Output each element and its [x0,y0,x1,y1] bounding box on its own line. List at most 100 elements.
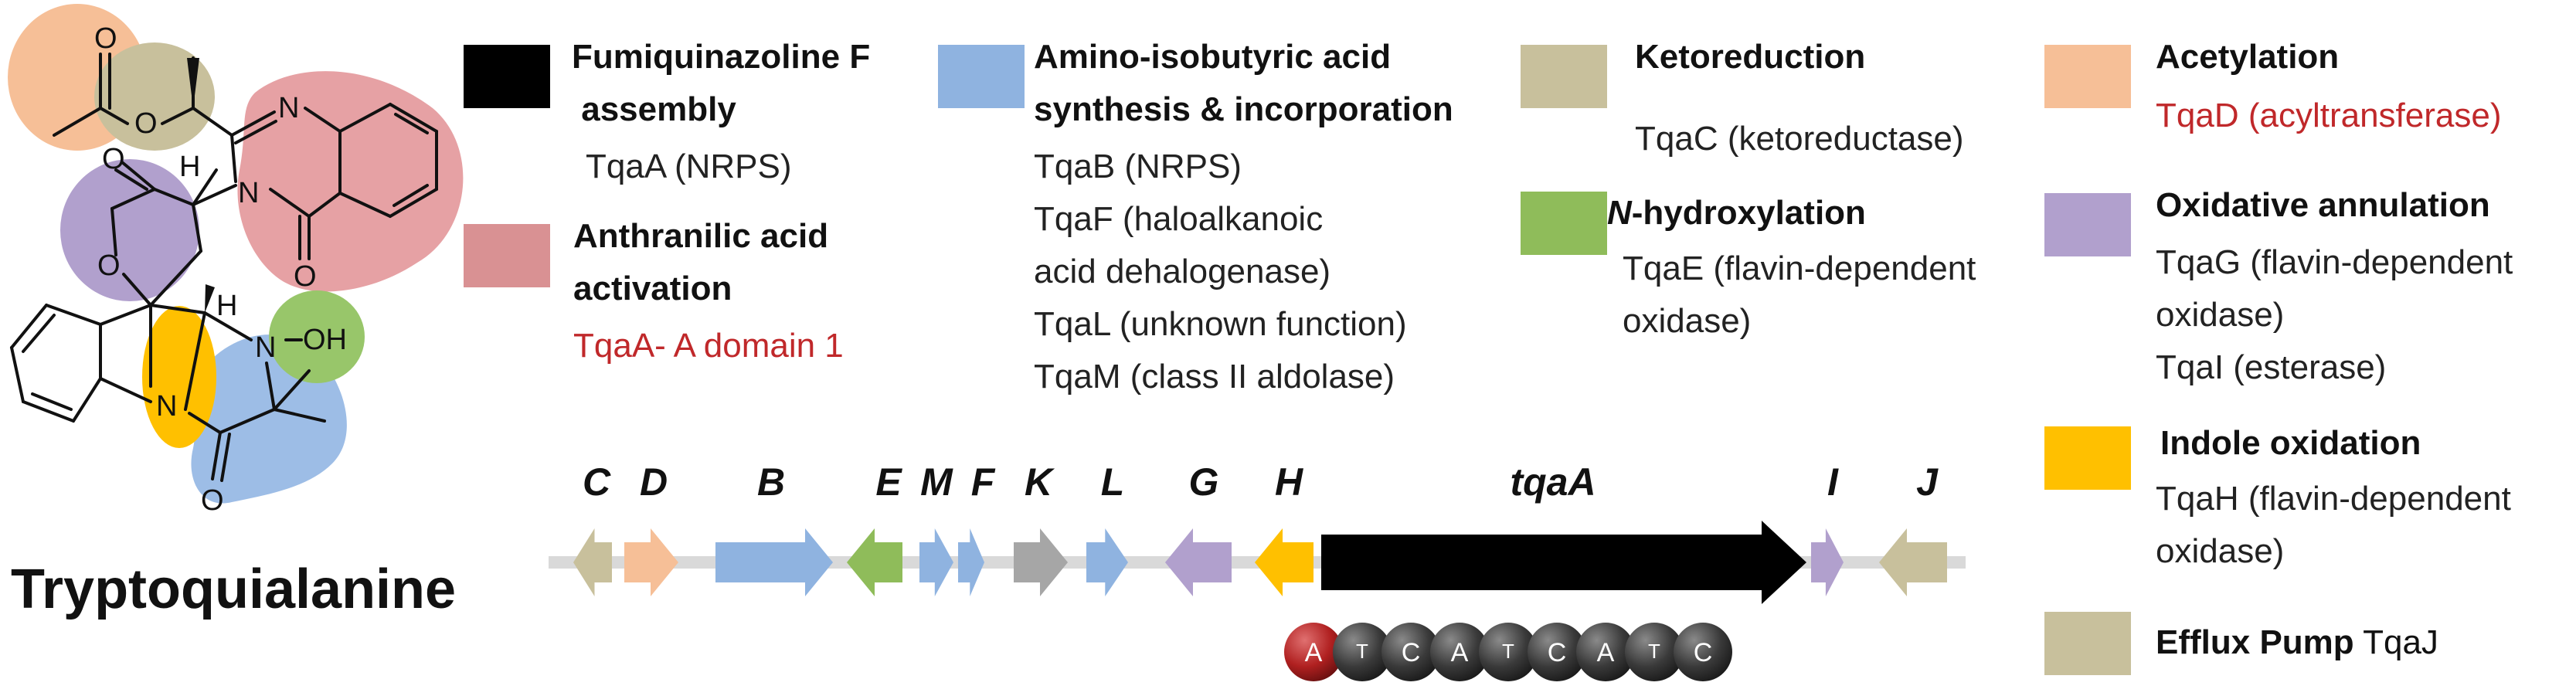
atom-o: O [102,143,125,175]
domain-circle [1576,623,1635,681]
legend-body-acetylation: TqaD (acyltransferase) [2156,97,2502,134]
gene-arrow-M [919,528,953,596]
domain-circle [1430,623,1489,681]
legend-heading-efflux: Efflux Pump TqaJ [2156,616,2438,669]
gene-label-I: I [1827,460,1838,504]
body-line: TqaM (class II aldolase) [1034,358,1395,396]
domain-circle [1528,623,1586,681]
domain-circle [1284,623,1343,681]
body-line: TqaE (flavin-dependent [1623,250,1976,287]
gene-label-F: F [970,460,995,504]
body-line: TqaI (esterase) [2156,348,2387,386]
domain-letter: C [1694,638,1713,667]
legend-heading-indole: Indole oxidation [2160,424,2421,462]
domain-circle [1333,623,1392,681]
atom-n: N [156,390,177,423]
gene-arrow-C [573,528,612,596]
atom-labels: O O N H N O O O H N OH N O [94,22,347,517]
legend-body-nhydroxylation: TqaE (flavin-dependent oxidase) [1623,243,1976,348]
heading-prefix: N [1607,194,1632,232]
domain-letter: T [1648,640,1660,663]
legend-swatch-indole [2044,426,2131,490]
body-line: TqaG (flavin-dependent [2156,243,2513,281]
body-line: TqaH (flavin-dependent [2156,480,2511,518]
bonds [10,53,438,482]
gene-arrow-tqaA [1321,521,1806,604]
legend-heading-fumiquinazoline: Fumiquinazoline F assembly [572,31,870,136]
legend-heading-anthranilic: Anthranilic acid activation [573,210,828,315]
legend-heading-nhydroxylation: N-hydroxylation [1607,187,1866,239]
heading-line: assembly [572,90,736,128]
gene-label-K: K [1024,460,1053,504]
atom-oh: OH [303,324,347,356]
gene-arrow-D [624,528,678,596]
gene-label-M: M [920,460,953,504]
legend-swatch-nhydroxylation [1521,192,1607,255]
heading-line: synthesis & incorporation [1034,90,1453,128]
body-line: TqaL (unknown function) [1034,305,1407,343]
gene-arrow-E [847,528,902,596]
legend-heading-acetylation: Acetylation [2156,38,2340,76]
legend-body-indole: TqaH (flavin-dependent oxidase) [2156,473,2511,578]
legend-body-anthranilic: TqaA- A domain 1 [573,327,844,365]
body-line: oxidase) [2156,532,2285,570]
gene-arrow-K [1014,528,1068,596]
atom-n: N [255,331,276,364]
heading-line: Amino-isobutyric acid [1034,38,1392,76]
gene-arrow-B [715,528,833,596]
atom-o: O [134,107,158,140]
atom-o: O [294,260,317,293]
heading-line: Anthranilic acid [573,217,829,255]
molecule-structure: O O N H N O O O H N OH N O [8,4,464,517]
wedge-bond [205,284,215,313]
gene-label-B: B [756,460,786,504]
gene-arrow-L [1086,528,1128,596]
gene-arrow-F [958,528,984,596]
heading-suffix: -hydroxylation [1631,194,1866,232]
gene-label-H: H [1274,460,1303,504]
atom-h: H [179,151,200,183]
gene-label-J: J [1916,460,1938,504]
domain-letter: T [1502,640,1514,663]
body-line: oxidase) [2156,296,2285,334]
legend-swatch-oxidative [2044,193,2131,256]
body-line: TqaB (NRPS) [1034,148,1242,185]
gene-arrow-H [1255,528,1313,596]
legend-heading-aminoisobutyric: Amino-isobutyric acid synthesis & incorp… [1034,31,1453,136]
anthranilic-highlight [237,71,464,292]
domain-letter: C [1548,638,1567,667]
legend-heading-oxidative: Oxidative annulation [2156,186,2490,224]
atom-o: O [97,250,121,282]
legend-heading-ketoreduction: Ketoreduction [1635,38,1866,76]
domain-letter: A [1305,638,1323,667]
legend-swatch-acetylation [2044,45,2131,108]
highlight-blobs [8,4,464,504]
legend-swatch-ketoreduction [1521,45,1607,108]
gene-label-tqaA: tqaA [1510,460,1596,504]
domain-circle [1625,623,1684,681]
gene-arrow-G [1165,528,1232,596]
compound-name: Tryptoquialanine [11,558,457,620]
domain-letter: C [1402,638,1421,667]
body-line: acid dehalogenase) [1034,253,1331,290]
gene-label-G: G [1188,460,1219,504]
domain-circle [1479,623,1538,681]
gene-arrow-J [1879,528,1947,596]
legend-swatch-fumiquinazoline [464,45,550,108]
atom-h: H [216,290,237,322]
heading-line: activation [573,270,732,307]
efflux-gene: TqaJ [2353,623,2438,661]
nhydroxyl-highlight [269,290,365,383]
gene-label-D: D [639,460,668,504]
legend-body-fumiquinazoline: TqaA (NRPS) [586,148,792,185]
atom-o: O [201,484,224,517]
legend-body-aminoisobutyric: TqaB (NRPS) TqaF (haloalkanoic acid deha… [1034,141,1407,403]
wedge-bond [187,58,199,108]
gene-label-L: L [1100,460,1125,504]
legend-body-oxidative: TqaG (flavin-dependent oxidase) TqaI (es… [2156,236,2513,394]
body-line: TqaF (haloalkanoic [1034,200,1324,238]
